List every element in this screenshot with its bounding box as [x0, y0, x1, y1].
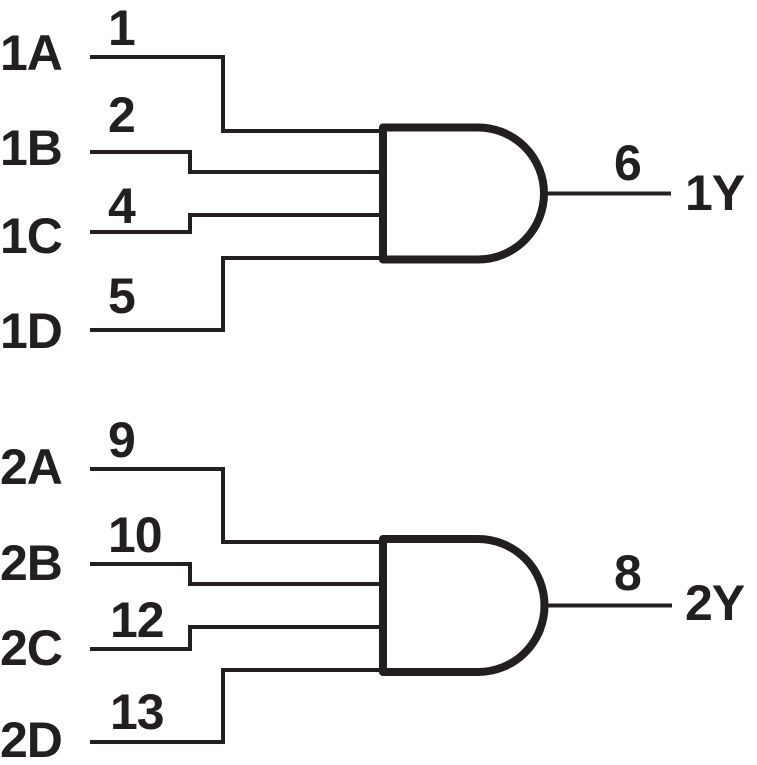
input-label-2d: 2D — [0, 712, 63, 765]
wire-input-1d — [90, 256, 383, 332]
wire-input-2a — [90, 467, 383, 544]
and-gate-symbol-2 — [379, 535, 549, 676]
output-label-1y: 1Y — [685, 165, 745, 221]
pin-number-12: 12 — [110, 592, 165, 648]
wire-input-1a — [90, 55, 383, 133]
pin-number-2: 2 — [108, 87, 136, 143]
wire-input-2c — [90, 625, 383, 651]
pin-number-9: 9 — [108, 412, 136, 468]
pin-number-1: 1 — [108, 0, 136, 56]
wire-input-2b — [90, 562, 383, 586]
wire-input-1c — [90, 213, 383, 234]
input-label-1d: 1D — [0, 303, 63, 359]
input-label-2a: 2A — [0, 439, 63, 495]
wire-input-2d — [90, 668, 383, 744]
input-label-2b: 2B — [0, 535, 63, 591]
input-label-1a: 1A — [0, 25, 63, 81]
pin-number-8: 8 — [614, 545, 642, 601]
input-label-1b: 1B — [0, 120, 63, 176]
pin-number-5: 5 — [108, 268, 136, 324]
wire-input-1b — [90, 150, 383, 174]
input-label-1c: 1C — [0, 208, 63, 264]
output-label-2y: 2Y — [685, 575, 745, 631]
pin-number-10: 10 — [108, 507, 163, 563]
pin-number-13: 13 — [110, 684, 165, 740]
and-gate-symbol-1 — [379, 123, 548, 264]
pin-number-6: 6 — [614, 135, 642, 191]
pin-number-4: 4 — [108, 178, 136, 234]
input-label-2c: 2C — [0, 620, 63, 676]
